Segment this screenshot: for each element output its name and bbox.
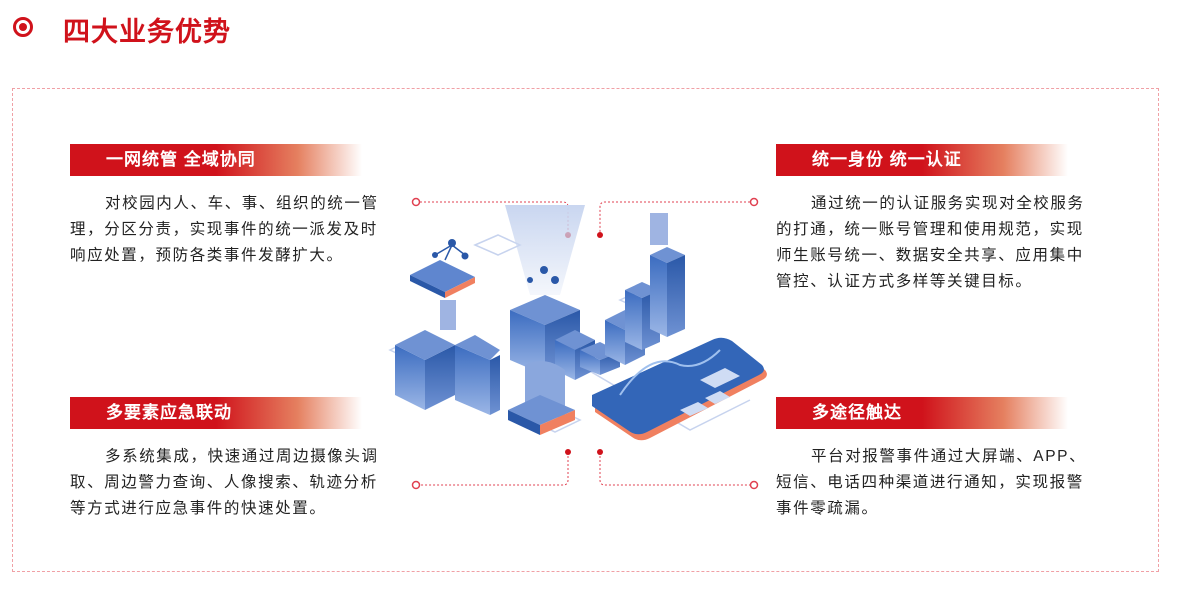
text-line: 取、周边警力查询、人像搜索、轨迹分析 bbox=[70, 474, 378, 491]
section-heading: 多途径触达 bbox=[776, 397, 1068, 429]
section-body: 通过统一的认证服务实现对全校服务 的打通，统一账号管理和使用规范，实现 师生账号… bbox=[776, 191, 1116, 295]
text-line: 的打通，统一账号管理和使用规范，实现 bbox=[776, 221, 1084, 238]
section-heading: 多要素应急联动 bbox=[70, 397, 362, 429]
page-title: 四大业务优势 bbox=[63, 17, 231, 47]
target-icon bbox=[13, 17, 33, 37]
text-line: 平台对报警事件通过大屏端、APP、 bbox=[811, 448, 1087, 465]
section-heading: 统一身份 统一认证 bbox=[776, 144, 1068, 176]
text-line: 短信、电话四种渠道进行通知，实现报警 bbox=[776, 474, 1084, 491]
text-line: 响应处置，预防各类事件发酵扩大。 bbox=[70, 247, 344, 264]
text-line: 事件零疏漏。 bbox=[776, 500, 879, 517]
small-platform bbox=[410, 239, 475, 298]
section-body: 多系统集成，快速通过周边摄像头调 取、周边警力查询、人像搜索、轨迹分析 等方式进… bbox=[70, 444, 410, 522]
text-line: 等方式进行应急事件的快速处置。 bbox=[70, 500, 327, 517]
section-body: 对校园内人、车、事、组织的统一管 理，分区分责，实现事件的统一派发及时 响应处置… bbox=[70, 191, 410, 269]
text-line: 多系统集成，快速通过周边摄像头调 bbox=[105, 448, 379, 465]
section-heading: 一网统管 全域协同 bbox=[70, 144, 362, 176]
text-line: 理，分区分责，实现事件的统一派发及时 bbox=[70, 221, 378, 238]
content-frame bbox=[12, 88, 1159, 572]
text-line: 通过统一的认证服务实现对全校服务 bbox=[811, 195, 1085, 212]
text-line: 师生账号统一、数据安全共享、应用集中 bbox=[776, 247, 1084, 264]
text-line: 对校园内人、车、事、组织的统一管 bbox=[105, 195, 379, 212]
text-line: 管控、认证方式多样等关键目标。 bbox=[776, 273, 1033, 290]
section-body: 平台对报警事件通过大屏端、APP、 短信、电话四种渠道进行通知，实现报警 事件零… bbox=[776, 444, 1116, 522]
isometric-illustration bbox=[388, 205, 767, 441]
